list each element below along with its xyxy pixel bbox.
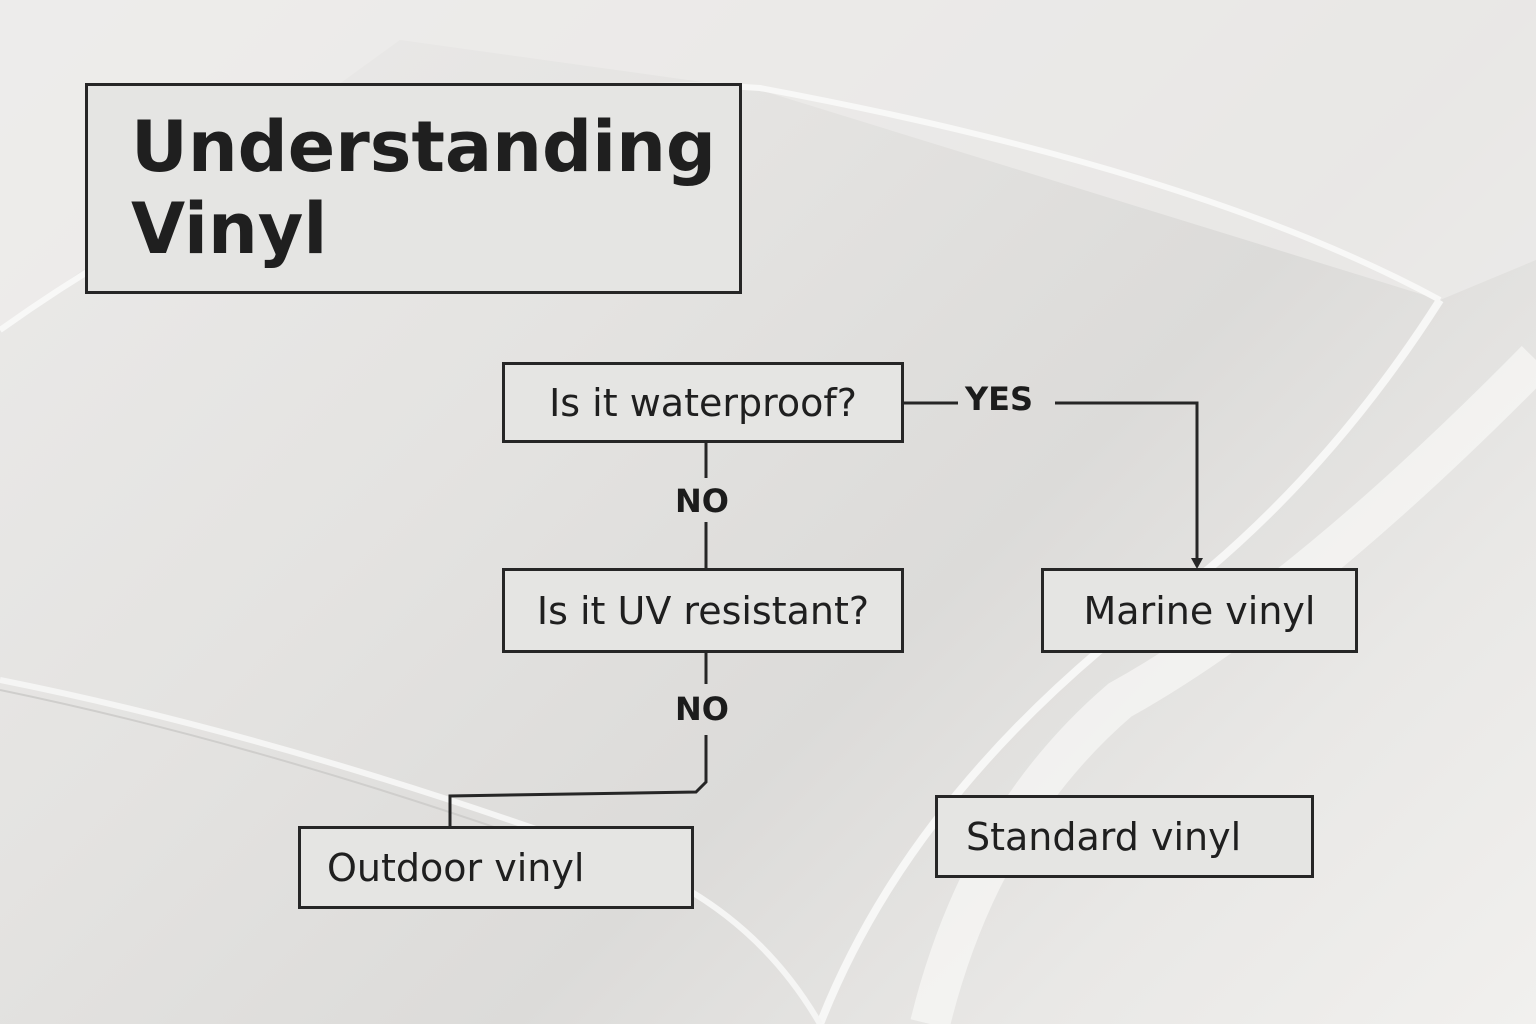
node-label: Standard vinyl	[966, 814, 1242, 859]
title-box: Understanding Vinyl	[85, 83, 742, 294]
arrowhead-icon	[1191, 558, 1203, 569]
edge-label-yes: YES	[965, 380, 1034, 418]
node-label: Is it waterproof?	[549, 380, 857, 425]
node-standard-vinyl: Standard vinyl	[935, 795, 1314, 878]
connector-no-outdoor	[448, 735, 708, 826]
connector-yes-marine	[1055, 401, 1199, 560]
node-marine-vinyl: Marine vinyl	[1041, 568, 1358, 653]
title-line1: Understanding	[131, 106, 717, 188]
title-line2: Vinyl	[131, 188, 328, 270]
edge-label-no-1: NO	[675, 482, 729, 520]
node-label: Outdoor vinyl	[327, 845, 585, 890]
node-outdoor-vinyl: Outdoor vinyl	[298, 826, 694, 909]
node-uv-question: Is it UV resistant?	[502, 568, 904, 653]
edge-label-no-2: NO	[675, 690, 729, 728]
node-waterproof-question: Is it waterproof?	[502, 362, 904, 443]
node-label: Is it UV resistant?	[536, 588, 870, 633]
node-label: Marine vinyl	[1083, 588, 1316, 633]
